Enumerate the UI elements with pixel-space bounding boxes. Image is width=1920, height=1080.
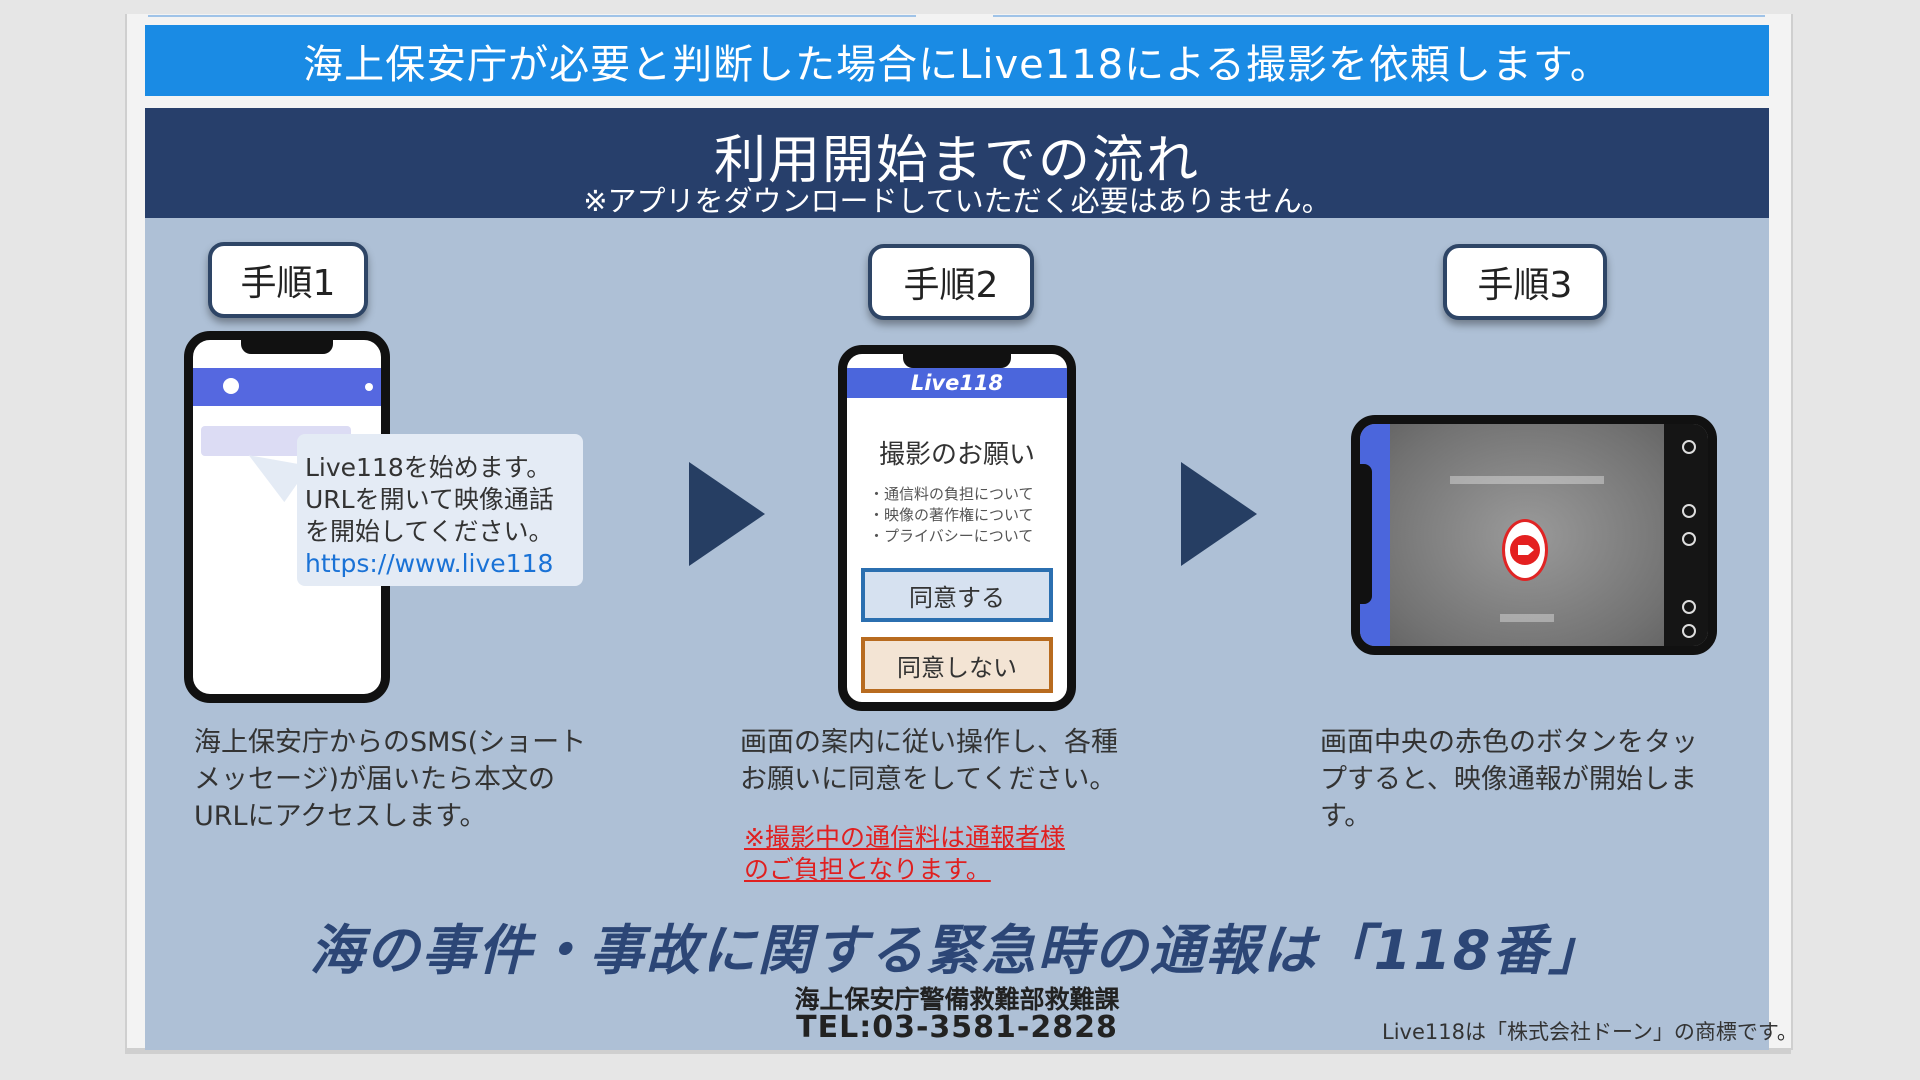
section-title: 利用開始までの流れ <box>713 131 1200 191</box>
agree-button[interactable]: 同意する <box>861 568 1053 622</box>
video-camera-icon <box>1510 535 1540 565</box>
consent-terms-list: ・通信料の負担について ・映像の著作権について ・プライバシーについて <box>869 484 1034 547</box>
zoom-out-icon[interactable] <box>1682 532 1696 546</box>
description-line: お願いに同意をしてください。 <box>740 764 1117 795</box>
description-line: 画面の案内に従い操作し、各種 <box>740 727 1118 758</box>
preview-caption <box>1500 614 1554 622</box>
description-line: URLにアクセスします。 <box>194 801 487 832</box>
step-2-description: 画面の案内に従い操作し、各種 お願いに同意をしてください。 <box>740 724 1118 798</box>
frame-shadow <box>125 1048 1791 1054</box>
phone-notch <box>903 354 1011 368</box>
camera-controls-bar <box>1664 424 1708 646</box>
phone-notch <box>241 340 333 354</box>
description-line: プすると、映像通報が開始しま <box>1320 764 1697 795</box>
section-subtitle: ※アプリをダウンロードしていただく必要はありません。 <box>583 184 1331 218</box>
sms-line: Live118を始めます。 <box>305 453 552 482</box>
description-line: 海上保安庁からのSMS(ショート <box>194 727 587 758</box>
phone-number: TEL:03-3581-2828 <box>796 1010 1118 1045</box>
settings-icon[interactable] <box>1682 440 1696 454</box>
step-1-description: 海上保安庁からのSMS(ショート メッセージ)が届いたら本文の URLにアクセス… <box>194 724 586 835</box>
step-1-label: 手順1 <box>208 242 368 318</box>
term-item: ・プライバシーについて <box>869 527 1034 545</box>
term-item: ・映像の著作権について <box>869 506 1034 524</box>
camera-switch-icon[interactable] <box>1682 600 1696 614</box>
trademark-note: Live118は「株式会社ドーン」の商標です。 <box>1382 1020 1798 1044</box>
sms-line: URLを開いて映像通話 <box>305 485 554 514</box>
sms-app-bar <box>193 368 381 406</box>
next-arrow-icon <box>689 462 765 566</box>
live118-logo: Live118 <box>910 371 1004 395</box>
communication-fee-warning: ※撮影中の通信料は通報者様 のご負担となります。 <box>744 822 1065 886</box>
video-call-phone-illustration <box>1351 415 1717 655</box>
description-line: 画面中央の赤色のボタンをタッ <box>1320 727 1698 758</box>
description-line: す。 <box>1320 801 1372 832</box>
section-header: 利用開始までの流れ ※アプリをダウンロードしていただく必要はありません。 <box>145 108 1769 218</box>
consent-screen-title: 撮影のお願い <box>878 440 1035 470</box>
next-arrow-icon <box>1181 462 1257 566</box>
emergency-slogan: 海の事件・事故に関する緊急時の通報は「118番」 <box>309 919 1605 982</box>
warning-line: のご負担となります。 <box>744 855 991 884</box>
record-button[interactable] <box>1502 519 1548 581</box>
top-divider <box>148 15 916 17</box>
phone-side-strip <box>1360 424 1390 646</box>
flashlight-icon[interactable] <box>1682 624 1696 638</box>
consent-phone-illustration: Live118 撮影のお願い ・通信料の負担について ・映像の著作権について ・… <box>838 345 1076 711</box>
warning-line: ※撮影中の通信料は通報者様 <box>744 823 1065 852</box>
zoom-in-icon[interactable] <box>1682 504 1696 518</box>
top-banner: 海上保安庁が必要と判断した場合にLive118による撮影を依頼します。 <box>145 25 1769 96</box>
phone-notch <box>1360 464 1372 604</box>
app-header-bar <box>847 368 1067 398</box>
department-name: 海上保安庁警備救難部救難課 <box>794 985 1120 1014</box>
menu-dot-icon <box>365 383 373 391</box>
term-item: ・通信料の負担について <box>869 485 1034 503</box>
sms-url-link[interactable]: https://www.live118 <box>305 549 554 578</box>
preview-caption <box>1450 476 1604 484</box>
sms-message-bubble: Live118を始めます。 URLを開いて映像通話 を開始してください。 htt… <box>297 434 583 586</box>
top-divider <box>993 15 1765 17</box>
contact-avatar-icon <box>223 378 239 394</box>
sms-line: を開始してください。 <box>305 517 554 546</box>
step-3-description: 画面中央の赤色のボタンをタッ プすると、映像通報が開始しま す。 <box>1320 724 1698 835</box>
step-2-label: 手順2 <box>868 244 1034 320</box>
description-line: メッセージ)が届いたら本文の <box>194 764 555 795</box>
disagree-button[interactable]: 同意しない <box>861 637 1053 693</box>
step-3-label: 手順3 <box>1443 244 1607 320</box>
